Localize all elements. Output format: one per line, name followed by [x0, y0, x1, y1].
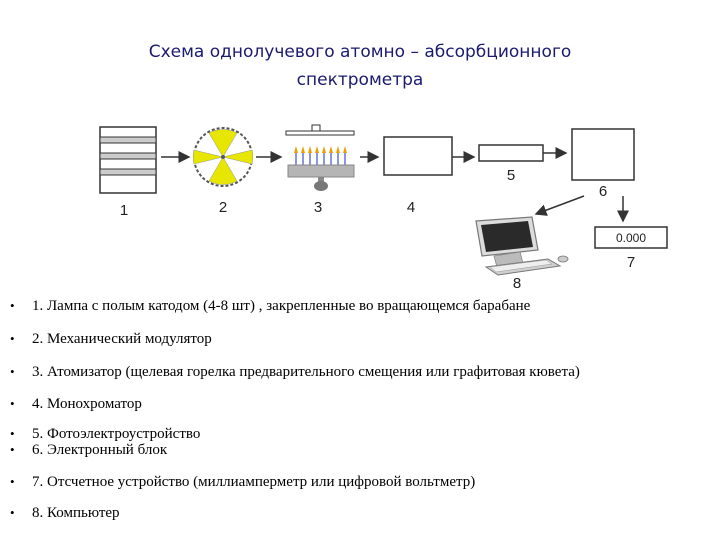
list-item-text: 1. Лампа с полым катодом (4-8 шт) , закр… [32, 298, 531, 314]
bullet: • [10, 331, 15, 346]
photodetector-box [478, 144, 544, 162]
bullet: • [10, 474, 15, 489]
label-4: 4 [407, 199, 415, 216]
title-line-1: Схема однолучевого атомно – абсорбционно… [148, 42, 572, 62]
label-2: 2 [219, 199, 227, 216]
monochromator-box [383, 136, 453, 176]
bullet: • [10, 396, 15, 411]
computer-icon [475, 216, 569, 276]
arrow-6-8 [534, 195, 585, 216]
list-item-text: 2. Механический модулятор [32, 331, 212, 347]
title-line-2: спектрометра [296, 70, 424, 90]
readout-display [594, 226, 668, 249]
readout-value: 0.000 [616, 231, 646, 245]
list-item-text: 7. Отсчетное устройство (миллиамперметр … [32, 474, 476, 490]
bullet: • [10, 505, 15, 520]
slide-title: Схема однолучевого атомно – абсорбционно… [0, 38, 720, 94]
list-item-text: 6. Электронный блок [32, 442, 168, 458]
list-item-text: 4. Монохроматор [32, 396, 142, 412]
label-3: 3 [314, 199, 322, 216]
bullet: • [10, 442, 15, 457]
label-1: 1 [120, 202, 128, 219]
label-5: 5 [507, 167, 515, 184]
label-8: 8 [513, 275, 521, 292]
label-7: 7 [627, 254, 635, 271]
bullet: • [10, 364, 15, 379]
bullet: • [10, 426, 15, 441]
list-item-text: 3. Атомизатор (щелевая горелка предварит… [32, 364, 580, 380]
label-6: 6 [599, 183, 607, 200]
list-item-text: 8. Компьютер [32, 505, 120, 521]
list-item-text: 5. Фотоэлектроустройство [32, 426, 201, 442]
modulator-disk [192, 127, 254, 187]
electronic-unit-box [571, 128, 635, 181]
atomizer-burner [285, 124, 355, 191]
spectrometer-diagram: 0.000 1 2 3 4 5 6 7 8 [99, 124, 668, 292]
bullet: • [10, 298, 15, 313]
lamp-drum [99, 126, 157, 194]
